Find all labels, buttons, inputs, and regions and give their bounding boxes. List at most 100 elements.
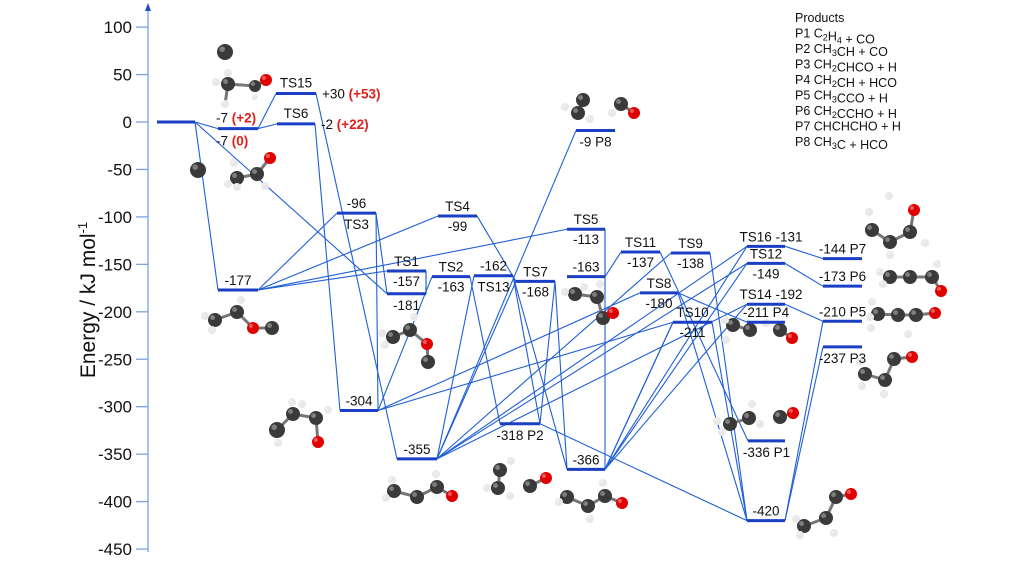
legend-formula-part: CH bbox=[814, 58, 832, 72]
legend-formula-part: CH bbox=[814, 89, 832, 103]
connector-I2-TS5 bbox=[257, 228, 568, 291]
label-TS12: -149 bbox=[752, 266, 779, 281]
connector-TS14-P5 bbox=[784, 303, 824, 322]
hydrogen-atom bbox=[868, 298, 876, 306]
label-TS10: -211 bbox=[679, 325, 705, 340]
y-tick-label: -50 bbox=[107, 160, 132, 179]
carbon-atom bbox=[410, 490, 424, 504]
hydrogen-atom bbox=[410, 313, 418, 321]
legend-formula-part: C + HCO bbox=[837, 138, 888, 152]
legend-entry-P2: P2 CH3CH + CO bbox=[795, 42, 888, 59]
oxygen-atom bbox=[312, 436, 324, 448]
legend-formula-part: CCHO + H bbox=[837, 107, 897, 121]
hydrogen-atom bbox=[586, 515, 594, 523]
label-TS11: -137 bbox=[627, 255, 654, 270]
label-TS9: -138 bbox=[677, 256, 704, 271]
y-tick-label: -150 bbox=[98, 255, 132, 274]
connector-I1-TS15 bbox=[257, 93, 277, 129]
name-TS4: TS4 bbox=[445, 199, 470, 214]
name-TS5: TS5 bbox=[574, 212, 599, 227]
hydrogen-atom bbox=[748, 400, 756, 408]
oxygen-atom bbox=[421, 338, 433, 350]
legend-entry-P5: P5 CH3CCO + H bbox=[795, 89, 888, 106]
hydrogen-atom bbox=[921, 239, 929, 247]
connector-R-I2 bbox=[194, 121, 219, 291]
hydrogen-atom bbox=[865, 208, 873, 216]
hydrogen-atom bbox=[261, 182, 269, 190]
connector-I7-TS14 bbox=[604, 303, 748, 470]
hydrogen-atom bbox=[856, 358, 864, 366]
hydrogen-atom bbox=[721, 316, 729, 324]
hydrogen-atom bbox=[796, 531, 804, 539]
legend-entry-id: P6 bbox=[795, 104, 814, 118]
connector-TS12-P6 bbox=[784, 262, 824, 287]
name-TS9: TS9 bbox=[678, 236, 703, 251]
carbon-atom bbox=[430, 480, 444, 494]
hydrogen-atom bbox=[830, 529, 838, 537]
carbon-atom bbox=[249, 80, 261, 92]
legend-formula-part: 3 bbox=[832, 48, 837, 58]
hydrogen-atom bbox=[880, 390, 888, 398]
connector-TS4-TS7 bbox=[476, 215, 517, 282]
connector-R-I4 bbox=[194, 121, 388, 295]
label-P4: -211 P4 bbox=[743, 305, 790, 320]
connector-I5-TS13 bbox=[436, 275, 475, 460]
label-I4: -181 bbox=[393, 298, 420, 313]
legend-formula-part: 2 bbox=[823, 33, 828, 43]
legend-formula-part: 3 bbox=[832, 141, 837, 151]
connector-TS11-I6 bbox=[604, 251, 622, 277]
hydrogen-atom bbox=[233, 183, 241, 191]
carbon-atom bbox=[773, 410, 787, 424]
carbon-atom bbox=[925, 270, 939, 284]
oxygen-atom bbox=[786, 332, 798, 344]
y-tick-label: -300 bbox=[98, 398, 132, 417]
connector-I5-TS7 bbox=[436, 281, 517, 460]
label-I7: -366 bbox=[572, 452, 599, 467]
oxygen-atom bbox=[260, 74, 272, 86]
legend-formula-part: + CO bbox=[842, 33, 875, 47]
legend-formula-part: 3 bbox=[832, 95, 837, 105]
legend-entry-id: P8 bbox=[795, 135, 814, 149]
hydrogen-atom bbox=[561, 103, 569, 111]
connector-TS3-I3 bbox=[375, 213, 379, 411]
y-tick-label: -250 bbox=[98, 350, 132, 369]
label-TS5: -113 bbox=[573, 232, 599, 247]
carbon-atom bbox=[576, 93, 590, 107]
label-TS1: -157 bbox=[393, 274, 420, 289]
name-TS2: TS2 bbox=[439, 260, 464, 275]
y-axis-label-main: Energy / kJ mol bbox=[77, 233, 100, 378]
hydrogen-atom bbox=[507, 457, 515, 465]
hydrogen-atom bbox=[555, 498, 563, 506]
oxygen-atom bbox=[908, 204, 920, 216]
name-TS15: TS15 bbox=[280, 76, 312, 91]
hydrogen-atom bbox=[580, 283, 588, 291]
hydrogen-atom bbox=[382, 494, 390, 502]
carbon-atom bbox=[829, 490, 843, 504]
legend-entry-P7: P7 CHCHCHO + H bbox=[795, 120, 901, 134]
label-P6: -173 P6 bbox=[819, 269, 866, 284]
hydrogen-atom bbox=[288, 398, 296, 406]
hydrogen-atom bbox=[792, 515, 800, 523]
hydrogen-atom bbox=[722, 336, 730, 344]
y-tick-label: 50 bbox=[113, 66, 132, 85]
connector-TS13-I7 bbox=[512, 275, 568, 470]
hydrogen-atom bbox=[904, 330, 912, 338]
y-tick-label: 0 bbox=[123, 113, 132, 132]
connector-TS9-I8 bbox=[709, 252, 748, 521]
hydrogen-atom bbox=[201, 312, 209, 320]
connector-I2-TS1 bbox=[257, 270, 388, 291]
connector-I3-TS2 bbox=[377, 276, 433, 411]
label-TS2: -163 bbox=[437, 280, 464, 295]
carbon-atom bbox=[571, 106, 585, 120]
carbon-atom bbox=[883, 235, 897, 249]
legend-entry-P1: P1 C2H4 + CO bbox=[795, 27, 875, 47]
label-I2: -177 bbox=[224, 273, 251, 288]
carbon-atom bbox=[819, 511, 833, 525]
carbon-atom bbox=[403, 323, 417, 337]
connector-TS9-I5 bbox=[436, 252, 672, 460]
connector-I7-TS12 bbox=[604, 263, 748, 470]
carbon-atom bbox=[493, 463, 507, 477]
carbon-atom bbox=[217, 44, 233, 60]
